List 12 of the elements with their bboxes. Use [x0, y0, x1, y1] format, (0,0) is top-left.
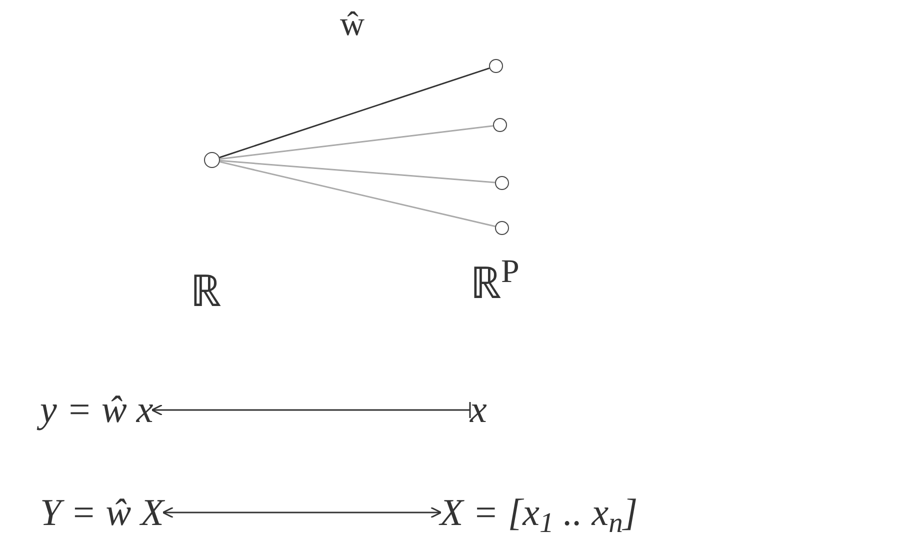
edge-label: ŵ [340, 8, 365, 42]
arrow [162, 506, 442, 518]
arrow [151, 402, 471, 418]
connector-line [219, 67, 490, 158]
set-symbol: ℝ$^{P}$ [470, 262, 520, 306]
set-symbol: ℝ [190, 270, 221, 314]
equation-text: X = [x$_{1}$ .. x$_{n}$] [440, 494, 638, 532]
connector-line [220, 125, 494, 160]
equation-text: x [470, 391, 487, 429]
connector-line [220, 160, 496, 184]
equation-text: Y = ŵ X [40, 494, 164, 532]
connector-line [220, 161, 496, 228]
